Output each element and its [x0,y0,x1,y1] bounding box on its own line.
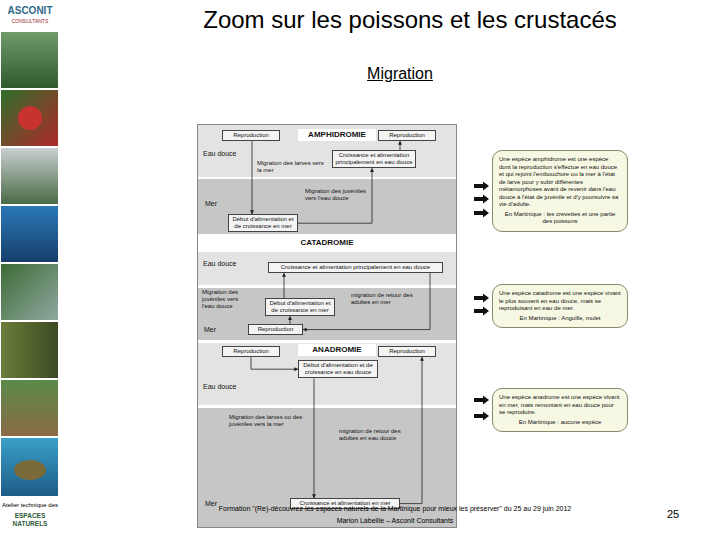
stage-box: Reproduction [378,130,436,141]
band-label: Mer [204,326,216,333]
box-text: Début d'alimentation et de croissance en… [268,300,332,314]
box-text: Reproduction [251,326,300,333]
stage-box: Croissance et alimentation principalemen… [332,150,416,168]
band-fill [198,252,456,285]
side-strip [0,0,60,540]
box-text: Reproduction [381,348,433,355]
flow-arrow [284,273,285,298]
photo-river [1,264,58,320]
photo-lizard [1,322,58,378]
definition-text: Une espèce anadrome est une espèce vivan… [499,394,621,417]
section-header: CATADROMIE [198,237,456,249]
stage-box: Début d'alimentation et de croissance en… [228,214,298,232]
photo-boardwalk [1,380,58,436]
band-label: Mer [205,200,217,207]
stage-box: Reproduction [222,346,280,357]
box-text: Reproduction [225,132,277,139]
flow-arrow [251,357,298,369]
footer-text: Formation "(Re)-découvrez les espaces na… [160,505,630,513]
flow-arrow [298,168,372,223]
header-text: ANADROMIE [300,345,374,355]
flower-shape [18,106,42,130]
band-label: Eau douce [203,260,236,267]
migration-label: Migration des larves ou des juvéniles ve… [228,414,312,428]
section-header: AMPHIDROMIE [298,129,376,141]
flow-arrow [252,141,253,214]
band-fill [198,343,456,405]
header-text: CATADROMIE [200,238,454,248]
stage-box: Début d'alimentation et de croissance en… [298,360,378,378]
photo-reef [1,206,58,262]
diagram-frame [198,125,457,528]
page-number: 25 [660,508,686,521]
stage-box: Croissance et alimentation principalemen… [268,262,443,273]
definition-text: Une espèce catadrome est une espèce viva… [499,290,621,313]
stage-box: Début d'alimentation et de croissance en… [265,298,335,316]
definition-text: Une espèce amphidrome est une espèce don… [499,156,621,209]
photo-mountain [1,148,58,204]
migration-label: Migration des larves vers la mer [256,160,328,174]
box-text: Début d'alimentation et de croissance en… [231,216,295,230]
turtle-shape [14,460,46,480]
band-label: Eau douce [203,150,236,157]
flow-arrow [290,316,291,324]
example-text: En Martinique : aucune espèce [499,419,621,427]
migration-label: Migration des juvéniles vers l'eau douce [201,289,247,311]
definition-callout: Une espèce amphidrome est une espèce don… [492,150,628,232]
example-text: En Martinique : Anguille, mulet [499,315,621,323]
band-label: Eau douce [203,383,236,390]
stage-box: Reproduction [222,130,280,141]
photo-forest [1,32,58,88]
footer-author: Marion Labeille – Asconit Consultants [160,517,630,525]
flow-arrow [400,141,401,150]
definition-callout: Une espèce catadrome est une espèce viva… [492,284,628,328]
box-text: Reproduction [225,348,277,355]
migration-label: migration de retour des adultes en eau d… [338,428,418,442]
workshop-text: Atelier technique des [1,502,59,509]
example-text: En Martinique : les crevettes et une par… [499,211,621,226]
stage-box: Reproduction [248,324,303,335]
definition-callout: Une espèce anadrome est une espèce vivan… [492,388,628,432]
logo-text: ASCONIT [2,5,58,17]
band-fill [198,125,456,177]
header-text: AMPHIDROMIE [300,130,374,140]
box-text: Début d'alimentation et de croissance en… [301,362,375,376]
box-text: Reproduction [381,132,433,139]
logo-subtext: CONSULTANTS [2,18,58,24]
workshop-name: ESPACES NATURELS [1,512,59,528]
migration-label: migration de retour des adultes en mer [350,292,424,306]
slide-title: Zoom sur les poissons et les crustacés [130,6,690,34]
water-band: Eau douceCroissance et alimentation prin… [198,252,456,285]
flow-arrow [314,378,315,498]
band-fill [198,179,456,234]
photo-turtle [1,438,58,496]
section-header: ANADROMIE [298,344,376,356]
photo-flower [1,90,58,146]
pointer-arrows [474,182,489,421]
water-band: Eau douce Reproduction ANADROMIE Reproducti… [198,343,456,405]
box-text: Croissance et alimentation principalemen… [335,152,413,166]
stage-box: Reproduction [378,346,436,357]
migration-label: Migration des juvéniles vers l'eau douce [304,188,368,202]
box-text: Croissance et alimentation principalemen… [271,264,440,271]
band-label: Mer [205,500,217,507]
band-fill [198,288,456,340]
section-subtitle: Migration [300,64,500,83]
